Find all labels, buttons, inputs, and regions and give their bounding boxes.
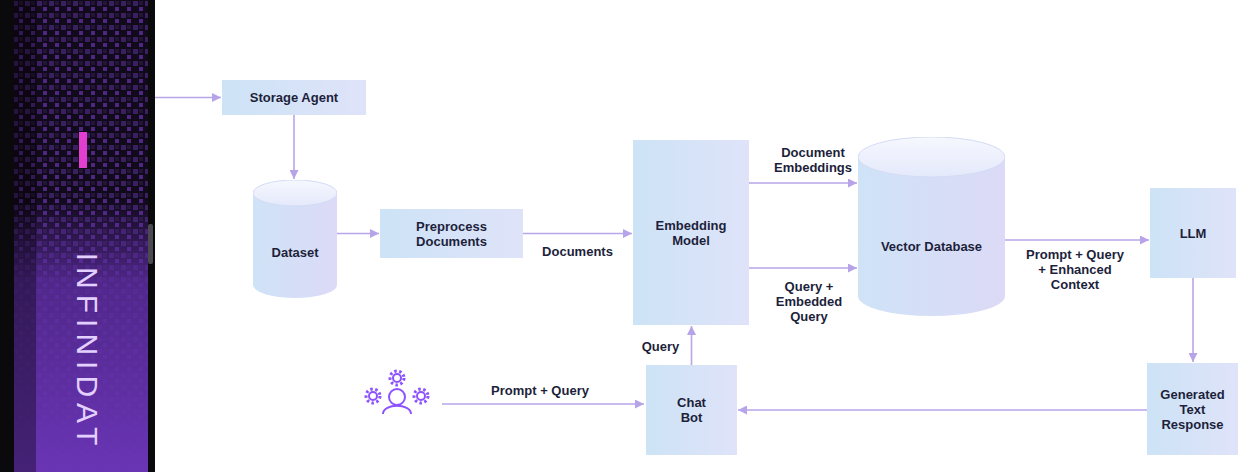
text-block: Generated Text Response	[1155, 387, 1230, 432]
node-label: Storage Agent	[250, 90, 338, 105]
server-rack	[0, 0, 155, 472]
cylinder-outline	[858, 137, 1005, 316]
edge-label: Query + Embedded Query	[773, 279, 845, 324]
node-label: Embedding Model	[641, 218, 741, 248]
flow-arrow	[337, 233, 379, 235]
text-block: Storage Agent	[250, 90, 338, 105]
flow-arrow	[749, 267, 857, 269]
database-cylinder: Dataset	[253, 180, 337, 298]
flow-arrow	[691, 326, 693, 365]
database-cylinder: Vector Database	[858, 137, 1005, 316]
node-label: Chat Bot	[672, 395, 712, 425]
cylinder-body	[253, 193, 337, 298]
process-box: Storage Agent	[222, 80, 366, 115]
node-label: Generated Text Response	[1155, 387, 1230, 432]
process-box: Preprocess Documents	[380, 209, 523, 258]
edge-label: Query	[636, 338, 686, 353]
text-block: Chat Bot	[672, 395, 712, 425]
chatbot-box: Chat Bot	[646, 365, 737, 455]
model-box: Embedding Model	[633, 140, 749, 325]
flow-arrow	[1192, 278, 1194, 362]
cylinder-outline	[253, 180, 337, 298]
edge-label: Documents	[528, 243, 628, 258]
edge-label: Prompt + Query + Enhanced Context	[1023, 247, 1127, 292]
flow-arrow	[293, 115, 295, 179]
text-block: Embedding Model	[641, 218, 741, 248]
cylinder-top	[858, 137, 1005, 177]
text-block: Vector Database	[881, 239, 982, 254]
node-label: Preprocess Documents	[407, 219, 497, 249]
flow-arrow	[155, 97, 221, 99]
flow-arrow	[749, 182, 857, 184]
text-block: LLM	[1180, 226, 1207, 241]
server-rack: INFINIDAT	[0, 0, 155, 472]
text-block: Preprocess Documents	[407, 219, 497, 249]
edge-label: Document Embeddings	[767, 145, 859, 175]
node-label: LLM	[1180, 226, 1207, 241]
cylinder-top	[253, 180, 337, 206]
node-label: Vector Database	[881, 239, 982, 254]
brand-text: INFINIDAT	[70, 253, 104, 451]
node-label: Dataset	[272, 245, 319, 260]
text-block: Dataset	[272, 245, 319, 260]
flow-arrow	[1005, 239, 1149, 241]
flow-arrow	[738, 409, 1147, 411]
arrow-label: Prompt + Query	[480, 383, 600, 398]
model-box: LLM	[1150, 188, 1236, 278]
user-icon	[366, 371, 428, 414]
cylinder-body	[858, 157, 1005, 316]
output-box: Generated Text Response	[1147, 363, 1238, 455]
user-arrow	[442, 403, 644, 405]
flow-arrow	[523, 233, 632, 235]
